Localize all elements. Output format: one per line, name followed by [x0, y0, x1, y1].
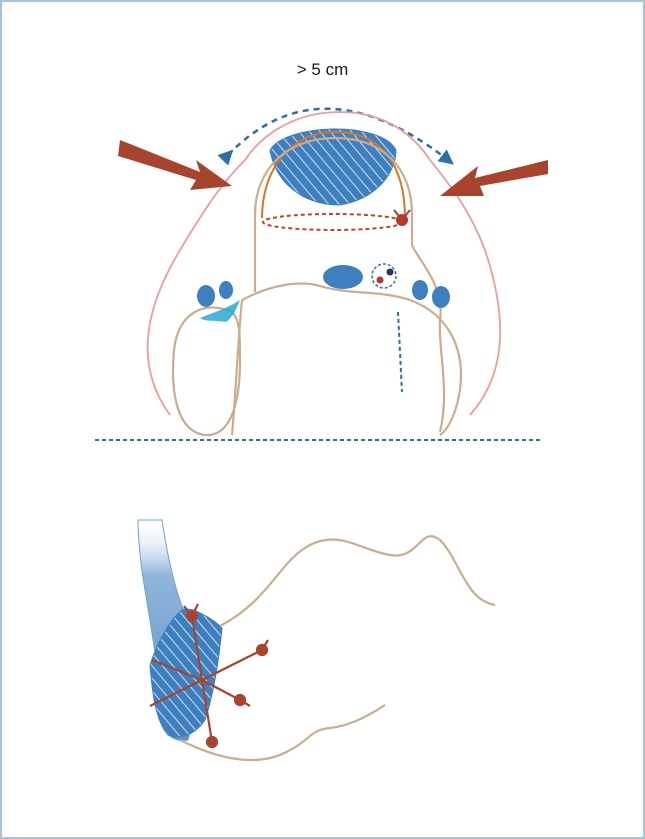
arrow-left	[118, 140, 232, 190]
nerve-bundle-ring	[372, 264, 396, 288]
suture-knot-upper	[394, 210, 410, 225]
vessel-right-2	[432, 286, 450, 308]
small-bone	[173, 308, 240, 436]
bone-dashed-line	[398, 312, 402, 392]
artery-red	[377, 277, 384, 284]
vessel-left-1	[197, 285, 215, 307]
vessel-right-1	[412, 280, 428, 300]
vessel-center	[323, 265, 363, 289]
vessel-left-2	[219, 281, 233, 299]
vein-dark	[387, 269, 394, 276]
bone-outline-lower	[220, 536, 495, 626]
bone-body	[242, 284, 461, 435]
suture-line	[263, 214, 403, 230]
arrow-right	[440, 160, 548, 196]
excised-tissue	[270, 129, 396, 205]
